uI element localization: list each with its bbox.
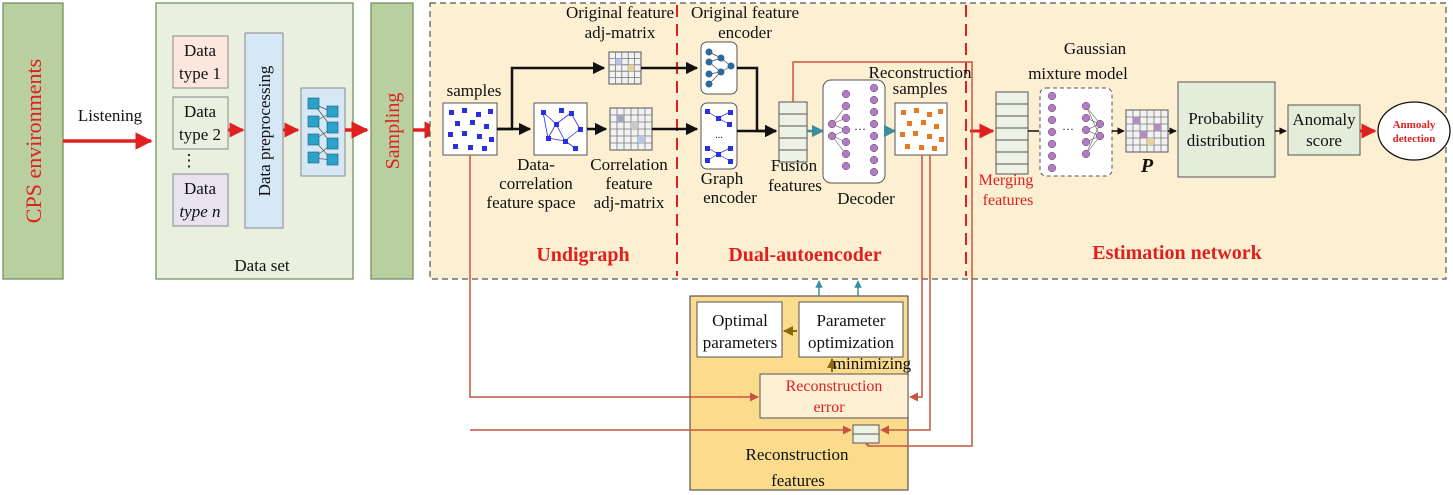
recon-samples-line2: samples xyxy=(893,79,948,98)
graph-encoder-icon: ... xyxy=(700,102,738,170)
minimizing-label: minimizing xyxy=(833,354,912,373)
recon-samples-to-features-line xyxy=(880,155,931,435)
corr-adj-line1: Correlation xyxy=(590,155,668,174)
dataset-box: Data type 1 Data type 2 ⋮ Data type n Da… xyxy=(155,2,354,280)
merging-line2: features xyxy=(983,192,1034,209)
data-type-1-box xyxy=(172,35,229,89)
optimal-parameters-box: Optimal parameters xyxy=(696,301,783,358)
dual-autoencoder-section-title: Dual-autoencoder xyxy=(728,244,881,266)
gmm-network-icon: ··· xyxy=(1039,87,1113,177)
samples-scatter-box xyxy=(442,102,498,156)
svg-text:score: score xyxy=(1306,131,1342,150)
recon-features-line1: Reconstruction xyxy=(746,445,849,464)
samples-to-error-line xyxy=(469,155,759,402)
corr-space-line1: Data- xyxy=(517,155,555,174)
reconstruction-features-small-box xyxy=(852,424,880,444)
corr-space-line3: feature space xyxy=(486,193,575,212)
svg-text:Optimal: Optimal xyxy=(712,311,768,330)
sampling-box: Sampling xyxy=(370,2,414,280)
data-type-n-box xyxy=(172,173,229,227)
reconstruction-error-box: Reconstruction error xyxy=(759,373,909,419)
fusion-line2: features xyxy=(768,176,822,195)
graph-encoder-line2: encoder xyxy=(703,188,757,207)
svg-text:detection: detection xyxy=(1393,133,1436,145)
graph-encoder-line1: Graph xyxy=(701,169,744,188)
svg-text:Reconstruction: Reconstruction xyxy=(786,378,883,395)
svg-text:error: error xyxy=(813,399,845,416)
fusion-to-recon-features-line xyxy=(792,61,973,447)
listening-label: Listening xyxy=(78,106,143,125)
data-type-n-line2: type n xyxy=(179,202,220,221)
data-type-n-line1: Data xyxy=(184,179,217,198)
svg-text:Probability: Probability xyxy=(1188,109,1264,128)
svg-text:···: ··· xyxy=(1062,122,1074,136)
merging-line1: Merging xyxy=(979,172,1034,189)
svg-text:optimization: optimization xyxy=(808,333,894,352)
corr-space-line2: correlation xyxy=(499,174,573,193)
p-matrix-label: P xyxy=(1140,155,1154,177)
gmm-line2: mixture model xyxy=(1028,64,1128,83)
merging-features-bar xyxy=(995,91,1029,175)
recon-features-line2: features xyxy=(771,471,825,490)
svg-text:Anomaly: Anomaly xyxy=(1292,110,1356,129)
data-type-1-line2: type 1 xyxy=(179,64,221,83)
orig-encoder-line2: encoder xyxy=(718,23,772,42)
data-type-2-line1: Data xyxy=(184,102,217,121)
gmm-line1: Gaussian xyxy=(1064,39,1127,58)
orig-feature-encoder-icon xyxy=(700,41,738,95)
p-matrix-icon xyxy=(1125,109,1169,153)
data-type-ellipsis: ⋮ xyxy=(181,151,198,170)
corr-adj-line2: feature xyxy=(605,174,652,193)
recon-samples-to-error-line xyxy=(909,155,923,402)
data-type-1-line1: Data xyxy=(184,41,217,60)
orig-adj-matrix-icon xyxy=(608,51,642,85)
fusion-line1: Fusion xyxy=(771,156,818,175)
parameter-optimization-box: Parameter optimization xyxy=(798,301,904,358)
undigraph-section-title: Undigraph xyxy=(536,244,629,266)
svg-text:Anmoaly: Anmoaly xyxy=(1393,119,1436,131)
corr-adj-line3: adj-matrix xyxy=(594,193,665,212)
decoder-network-icon: ··· xyxy=(822,79,886,184)
fusion-features-bar xyxy=(778,101,808,163)
recon-samples-line1: Reconstruction xyxy=(869,63,972,82)
data-type-2-box xyxy=(172,96,229,150)
orig-adj-line2: adj-matrix xyxy=(585,23,656,42)
preprocessing-label: Data preprocessing xyxy=(255,65,274,196)
estimation-section-title: Estimation network xyxy=(1092,242,1262,264)
corr-adj-matrix-icon xyxy=(609,107,653,151)
svg-text:parameters: parameters xyxy=(703,333,778,352)
orig-encoder-line1: Original feature xyxy=(691,3,799,22)
data-type-2-line2: type 2 xyxy=(179,125,221,144)
samples-label: samples xyxy=(447,81,502,100)
cps-environments-box: CPS environments xyxy=(2,2,64,280)
svg-text:...: ... xyxy=(715,130,723,141)
svg-text:distribution: distribution xyxy=(1187,131,1266,150)
anomaly-score-box: Anomaly score xyxy=(1287,104,1361,156)
recon-samples-box xyxy=(894,102,948,156)
correlation-space-box xyxy=(533,102,588,156)
decoder-label: Decoder xyxy=(837,189,895,208)
svg-text:Parameter: Parameter xyxy=(817,311,886,330)
probability-distribution-box: Probability distribution xyxy=(1177,81,1276,178)
anomaly-detection-circle: Anmoaly detection xyxy=(1377,101,1451,161)
sampling-label: Sampling xyxy=(382,93,404,170)
orig-adj-line1: Original feature xyxy=(566,3,674,22)
cps-label: CPS environments xyxy=(21,59,46,223)
svg-text:···: ··· xyxy=(854,122,866,136)
dataset-caption: Data set xyxy=(234,256,290,275)
dataset-network-icon xyxy=(300,87,346,177)
